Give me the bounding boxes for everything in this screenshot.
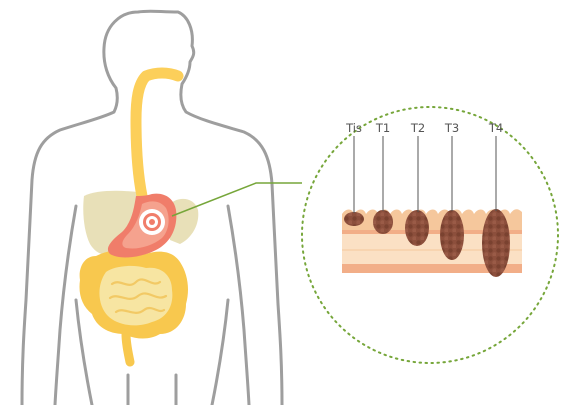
intestines bbox=[80, 250, 189, 362]
tumor-tis bbox=[344, 212, 364, 226]
esophagus bbox=[136, 73, 178, 196]
stomach-wall-section bbox=[342, 209, 522, 277]
rectum bbox=[126, 334, 130, 362]
tumor-t2 bbox=[405, 210, 429, 246]
stage-pointers bbox=[354, 136, 496, 213]
tumor-t3 bbox=[440, 210, 464, 260]
stage-label-t4: T4 bbox=[488, 121, 503, 135]
tumor-t1 bbox=[373, 210, 393, 234]
left-hip bbox=[76, 300, 92, 405]
stage-label-tis: Tis bbox=[345, 121, 362, 135]
left-inner-arm bbox=[55, 206, 76, 405]
right-hip bbox=[212, 300, 228, 405]
right-inner-arm bbox=[228, 206, 249, 405]
stage-label-t1: T1 bbox=[375, 121, 390, 135]
stage-label-t2: T2 bbox=[410, 121, 425, 135]
stomach-target-icon bbox=[139, 209, 165, 235]
tumor-t4 bbox=[482, 209, 510, 277]
small-intestine bbox=[99, 266, 172, 325]
stage-label-t3: T3 bbox=[444, 121, 459, 135]
inner-legs bbox=[128, 375, 176, 405]
